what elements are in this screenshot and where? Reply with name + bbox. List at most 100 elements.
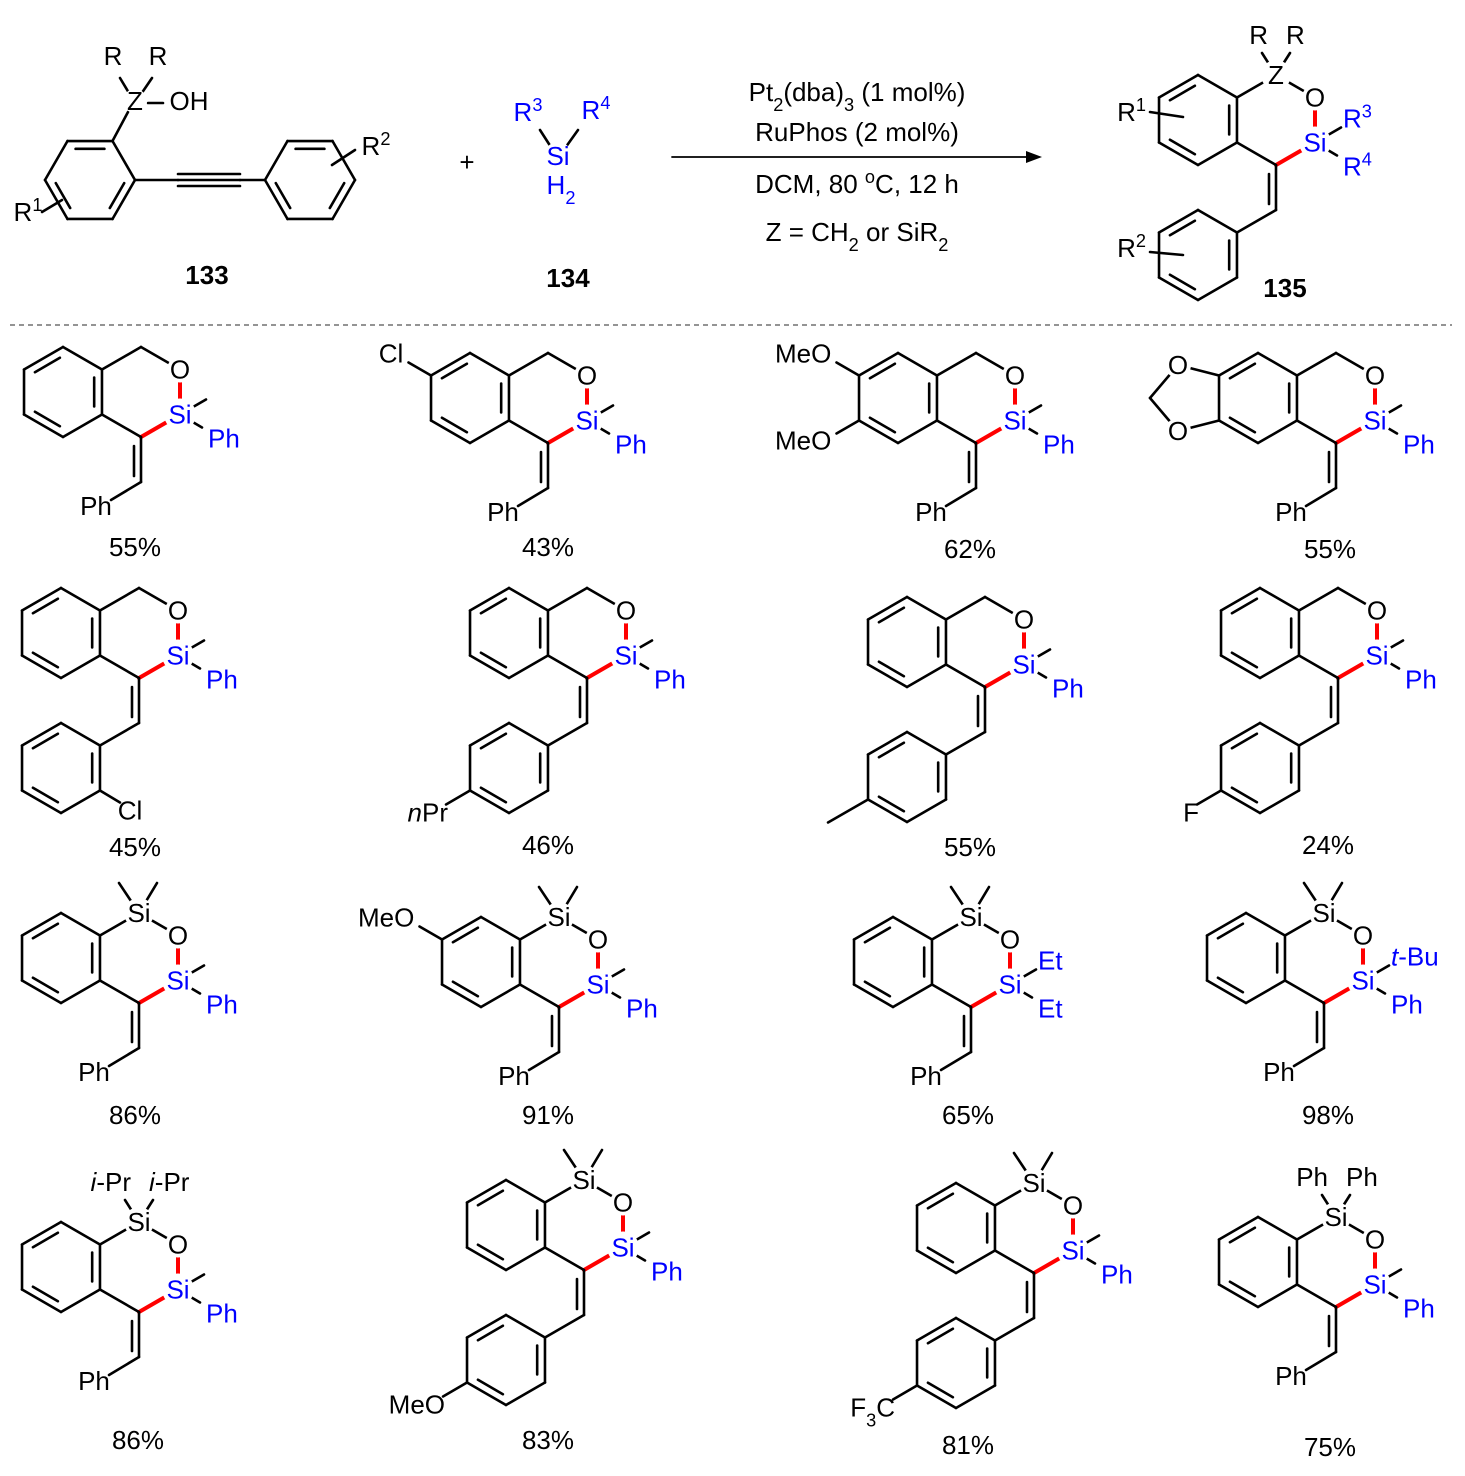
ring-bond: [59, 721, 102, 747]
ring-double-bond: [451, 926, 480, 944]
atom-label: Si: [959, 902, 982, 932]
compound-label: 135: [1263, 273, 1306, 303]
atom-label: Ph: [80, 491, 112, 521]
atom-label: R: [1286, 20, 1305, 50]
ring-double-bond: [31, 597, 60, 615]
bond: [407, 361, 433, 377]
ring-bond: [1219, 789, 1262, 815]
ring-double-bond: [479, 651, 508, 669]
ring-bond: [852, 983, 895, 1009]
ring-bond: [468, 654, 511, 680]
label-segment: 3: [844, 95, 854, 115]
ring-bond: [504, 1178, 547, 1204]
ring-bond: [1196, 276, 1239, 302]
ring-double-bond: [108, 181, 126, 210]
ring-bond: [1157, 73, 1200, 99]
ring-bond: [59, 789, 102, 815]
bond: [1295, 419, 1338, 445]
ring-bond: [1217, 419, 1260, 445]
bond: [98, 789, 122, 804]
aryl-substituent: F: [1183, 798, 1199, 828]
ring-bond: [891, 983, 934, 1009]
label-segment: Pr: [422, 798, 448, 828]
atom-label: H2: [547, 170, 576, 208]
atom-label: Ph: [626, 994, 658, 1024]
ring-bond: [507, 654, 550, 680]
bond: [944, 595, 987, 621]
atom-label: OH: [170, 86, 209, 116]
atom-label: O: [1365, 1225, 1385, 1255]
ring-bond: [866, 663, 909, 689]
ring-double-bond: [877, 795, 906, 813]
bond: [939, 1050, 973, 1072]
ring-bond: [465, 1246, 508, 1272]
ring-substituent: Cl: [379, 339, 404, 369]
label-segment: R: [362, 131, 381, 161]
atom-label: R1: [14, 195, 43, 227]
ring-bond: [59, 586, 102, 612]
ring-bond: [891, 915, 934, 941]
ring-double-bond: [1168, 273, 1197, 291]
bond: [40, 198, 64, 214]
atom-label: Si: [1312, 898, 1335, 928]
aryl-substituent: F3C: [850, 1393, 895, 1431]
atom-label: O: [577, 361, 597, 391]
atom-label: Si: [614, 641, 637, 671]
ring-double-bond: [479, 786, 508, 804]
label-background: [1299, 126, 1331, 159]
bond: [507, 351, 550, 377]
label-background: [1359, 1268, 1391, 1301]
atom-label: Z: [127, 86, 143, 116]
label-background: [569, 1165, 599, 1195]
ring-bond: [866, 730, 909, 756]
ring-double-bond: [476, 1243, 505, 1261]
atom-label: O: [616, 596, 636, 626]
atom-label: Si: [575, 406, 598, 436]
atom-label: O: [1168, 416, 1188, 446]
label-background: [1321, 1202, 1351, 1232]
ring-bond: [111, 178, 137, 221]
ring-double-bond: [274, 181, 292, 210]
ring-bond: [468, 351, 511, 377]
condition-line: Z = CH2 or SiR2: [766, 217, 949, 255]
atom-label: O: [588, 925, 608, 955]
ring-double-bond: [1168, 84, 1197, 102]
label-background: [582, 968, 614, 1001]
atom-label: Si: [1012, 650, 1035, 680]
bond: [546, 654, 589, 680]
label-segment: RuPhos (2 mol%): [755, 117, 959, 147]
ring-bond: [465, 1381, 508, 1407]
ring-bond: [866, 595, 909, 621]
atom-label: Si: [546, 141, 569, 171]
label-segment: 3: [866, 1411, 876, 1431]
bond: [935, 419, 978, 445]
label-segment: H: [547, 170, 566, 200]
ring-double-bond: [1228, 362, 1257, 380]
atom-label: i-Pr: [149, 1167, 190, 1197]
ring-double-bond: [1168, 138, 1197, 156]
ring-bond: [1157, 141, 1200, 167]
yield: 83%: [522, 1425, 574, 1455]
compound-label: 134: [546, 263, 590, 293]
label-background: [123, 89, 147, 113]
ring-bond: [1219, 721, 1262, 747]
bond: [100, 345, 143, 371]
label-background: [1362, 362, 1388, 389]
bond: [1283, 979, 1326, 1005]
label-segment: 3: [1362, 102, 1372, 122]
ring-bond: [504, 1246, 547, 1272]
ring-double-bond: [877, 606, 906, 624]
bond: [835, 361, 861, 377]
methyl-bond: [826, 798, 870, 824]
atom-label: Ph: [1101, 1260, 1133, 1290]
label-segment: 2: [565, 188, 575, 208]
aryl-substituent: MeO: [389, 1390, 445, 1420]
atom-label: Si: [572, 1165, 595, 1195]
bond: [107, 1355, 141, 1377]
ring-double-bond: [33, 410, 62, 428]
ring-double-bond: [1216, 922, 1245, 940]
atom-label: Si: [168, 400, 191, 430]
